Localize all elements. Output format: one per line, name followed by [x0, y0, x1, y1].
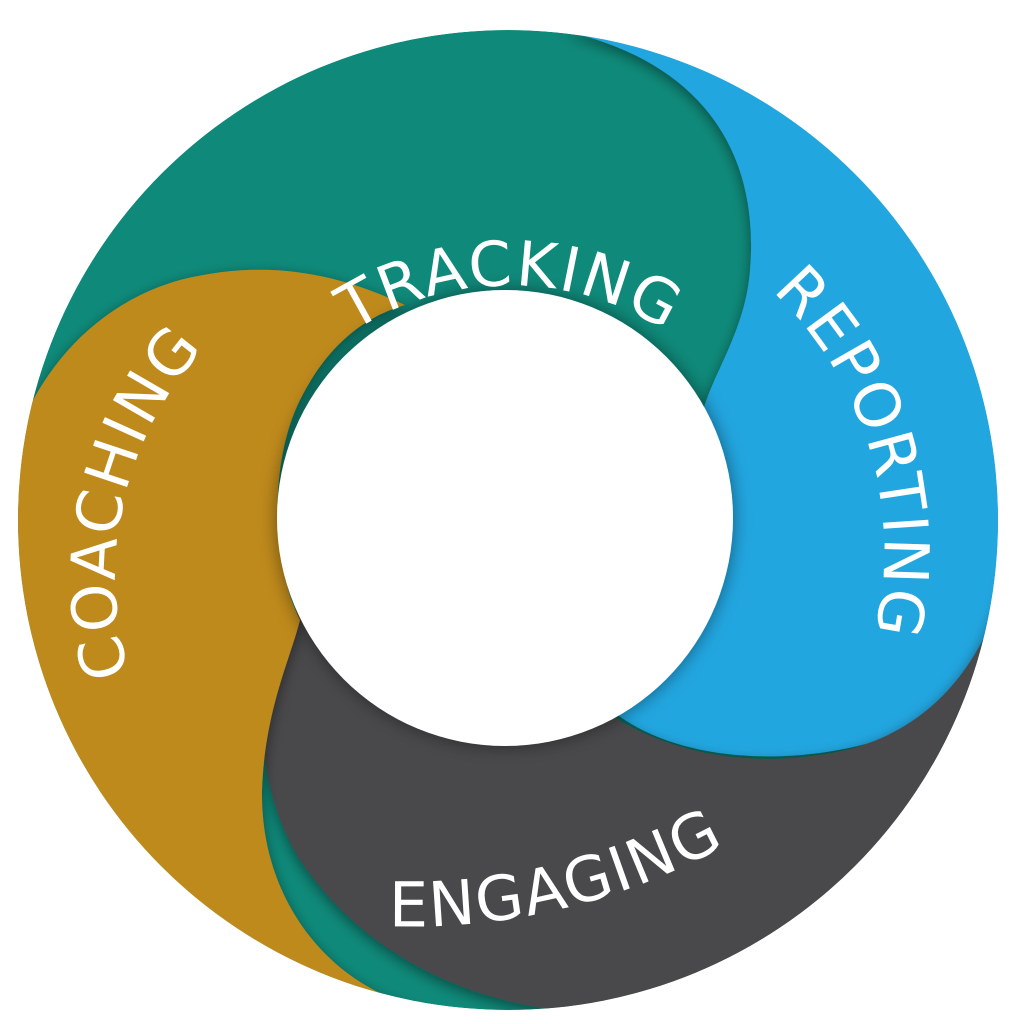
center-hole: [277, 290, 733, 746]
